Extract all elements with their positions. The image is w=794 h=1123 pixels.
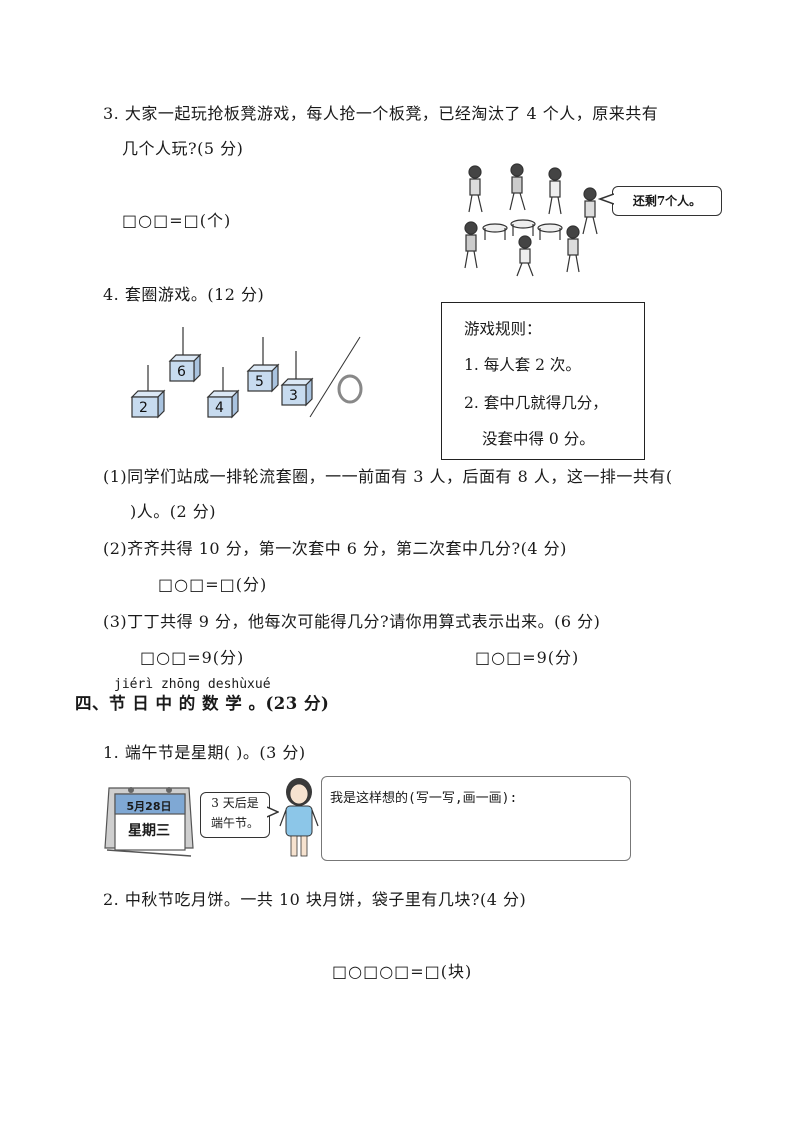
speech-bubble-text: 还剩7个人。	[632, 194, 702, 208]
rule-1: 1. 每人套 2 次。	[464, 356, 581, 374]
ring-toss-illustration: 2 6 4 5 3	[130, 327, 363, 419]
cube-label-2: 2	[139, 400, 148, 416]
rules-title: 游戏规则：	[464, 320, 542, 338]
cube-label-4: 4	[215, 400, 224, 416]
q4-sub3-formula-right: □○□=9(分)	[475, 648, 580, 667]
girl-speech-bubble: 3 天后是 端午节。	[200, 792, 270, 838]
s4q2-formula: □○□○□=□(块)	[332, 962, 473, 981]
q4-sub3-text: (3)丁丁共得 9 分，他每次可能得几分?请你用算式表示出来。(6 分)	[103, 612, 601, 631]
girl-illustration	[279, 778, 319, 857]
work-box-prompt: 我是这样想的(写一写,画一画):	[330, 791, 518, 806]
q4-sub1-line1: (1)同学们站成一排轮流套圈，一一前面有 3 人，后面有 8 人，这一排一共有(	[103, 467, 673, 486]
q4-sub2-formula: □○□=□(分)	[158, 575, 268, 594]
cube-label-5: 5	[255, 374, 264, 390]
q4-sub3-formula-left: □○□=9(分)	[140, 648, 245, 667]
q3-text-line1: 3. 大家一起玩抢板凳游戏，每人抢一个板凳，已经淘汰了 4 个人，原来共有	[103, 104, 659, 123]
cube-label-6: 6	[177, 364, 186, 380]
cube-label-3: 3	[289, 388, 298, 404]
rule-2-continued: 没套中得 0 分。	[482, 430, 595, 448]
s4q1-text: 1. 端午节是星期( )。(3 分)	[103, 743, 306, 762]
section4-pinyin: jiérì zhōng deshùxué	[114, 677, 271, 692]
speech-bubble-tail-icon	[598, 193, 614, 205]
answer-work-box[interactable]: 我是这样想的(写一写,画一画):	[321, 776, 631, 861]
children-playing-illustration	[464, 163, 598, 277]
s4q2-text: 2. 中秋节吃月饼。一共 10 块月饼，袋子里有几块?(4 分)	[103, 890, 527, 909]
rule-2: 2. 套中几就得几分，	[464, 394, 608, 412]
girl-bubble-tail-icon	[267, 806, 279, 818]
calendar-date: 5月28日	[126, 800, 172, 813]
game-rules-box: 游戏规则： 1. 每人套 2 次。 2. 套中几就得几分， 没套中得 0 分。	[441, 302, 645, 460]
girl-bubble-line1: 3 天后是	[211, 796, 259, 810]
calendar-icon	[104, 787, 194, 857]
q3-text-line2: 几个人玩?(5 分)	[122, 139, 244, 158]
q4-sub1-line2: )人。(2 分)	[130, 502, 216, 521]
q4-sub2-text: (2)齐齐共得 10 分，第一次套中 6 分，第二次套中几分?(4 分)	[103, 539, 567, 558]
speech-bubble-remaining: 还剩7个人。	[612, 186, 722, 216]
girl-bubble-line2: 端午节。	[210, 816, 259, 830]
section4-heading: 四、节 日 中 的 数 学 。(23 分)	[75, 694, 330, 713]
calendar-weekday: 星期三	[128, 823, 170, 839]
q3-formula: □○□=□(个)	[122, 211, 232, 230]
q4-title: 4. 套圈游戏。(12 分)	[103, 285, 265, 304]
